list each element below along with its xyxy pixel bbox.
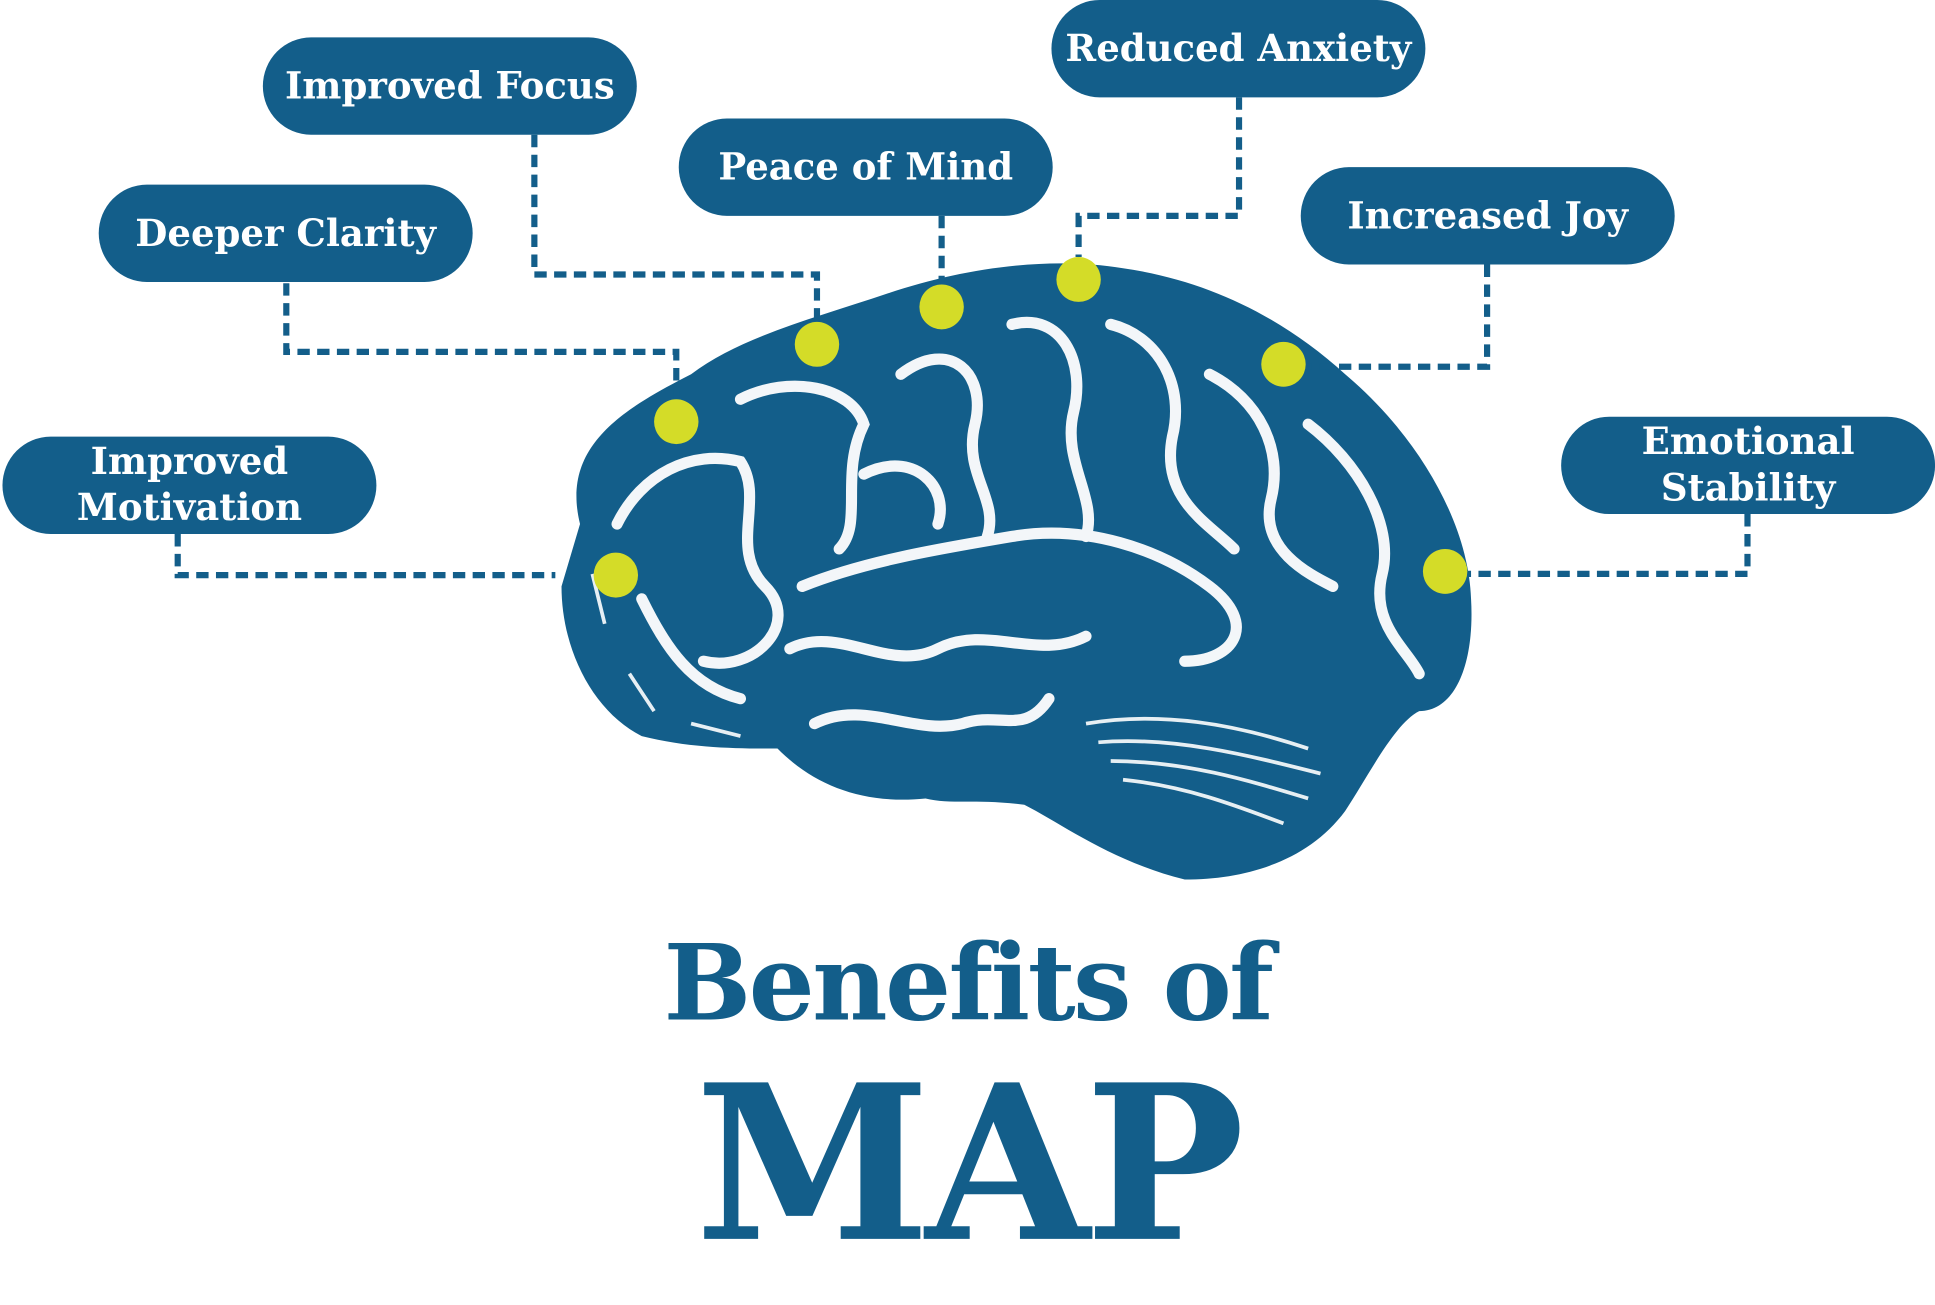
label-deeper-clarity: Deeper Clarity <box>98 184 473 282</box>
dot-increased-joy <box>1261 341 1306 387</box>
connector-reduced-anxiety <box>1075 97 1243 258</box>
title-line1: Benefits of <box>663 920 1274 1045</box>
label-text-line1: Emotional <box>1641 420 1855 465</box>
label-text: Peace of Mind <box>718 145 1014 190</box>
label-reduced-anxiety: Reduced Anxiety <box>1051 0 1426 98</box>
label-text-line2: Motivation <box>76 486 302 531</box>
label-peace-of-mind: Peace of Mind <box>678 118 1053 216</box>
dot-improved-motivation <box>593 552 639 598</box>
dot-peace-of-mind <box>919 284 964 330</box>
dot-reduced-anxiety <box>1056 257 1101 302</box>
connector-improved-focus <box>531 134 821 322</box>
label-text-line1: Improved <box>90 440 289 485</box>
label-emotional-stability: Emotional Stability <box>1561 416 1935 515</box>
label-increased-joy: Increased Joy <box>1300 167 1675 265</box>
label-text: Reduced Anxiety <box>1065 26 1412 71</box>
connector-emotional-stability <box>1467 514 1751 578</box>
connector-improved-motivation <box>174 533 556 579</box>
connector-increased-joy <box>1305 264 1491 370</box>
label-text-line2: Stability <box>1660 466 1836 511</box>
brain-illustration <box>561 263 1472 880</box>
label-improved-focus: Improved Focus <box>262 37 637 135</box>
dot-deeper-clarity <box>654 399 699 445</box>
marker-dots <box>593 257 1468 598</box>
label-text: Improved Focus <box>284 64 615 108</box>
dot-improved-focus <box>794 321 840 367</box>
label-text: Deeper Clarity <box>135 211 437 256</box>
label-text: Increased Joy <box>1347 194 1629 238</box>
title-line2: MAP <box>695 1036 1244 1291</box>
label-improved-motivation: Improved Motivation <box>2 436 377 534</box>
connector-deeper-clarity <box>283 283 680 400</box>
dot-emotional-stability <box>1422 548 1468 594</box>
